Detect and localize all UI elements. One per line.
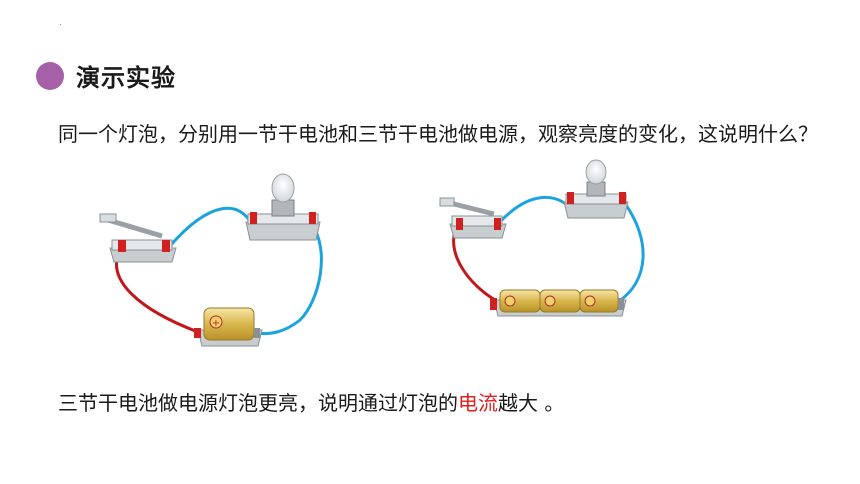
answer-text: 三节干电池做电源灯泡更亮，说明通过灯泡的电流越大 。: [58, 388, 564, 418]
answer-prefix: 三节干电池做电源灯泡更亮，说明通过灯泡的: [58, 391, 458, 415]
section-header: 演示实验: [36, 58, 176, 93]
title-bullet-icon: [36, 61, 64, 90]
battery-triple: [490, 289, 627, 317]
red-wire: [452, 227, 496, 302]
corner-dot: [60, 24, 61, 25]
circuit-one-battery: +: [99, 173, 323, 347]
blue-wire: [617, 204, 645, 304]
blue-wire: [168, 206, 254, 247]
battery-single: +: [194, 307, 263, 347]
section-title: 演示实验: [76, 64, 176, 92]
circuit-three-batteries: [439, 159, 645, 317]
knife-switch: [99, 213, 177, 263]
light-bulb: [563, 159, 629, 219]
question-text: 同一个灯泡，分别用一节干电池和三节干电池做电源，观察亮度的变化，这说明什么？: [58, 122, 818, 146]
blue-wire: [498, 195, 568, 224]
light-bulb: [245, 173, 321, 241]
answer-highlight: 电流: [458, 391, 498, 415]
svg-text:+: +: [212, 318, 220, 329]
answer-suffix: 越大 。: [498, 391, 565, 415]
blue-wire: [257, 224, 323, 336]
knife-switch: [439, 197, 507, 239]
